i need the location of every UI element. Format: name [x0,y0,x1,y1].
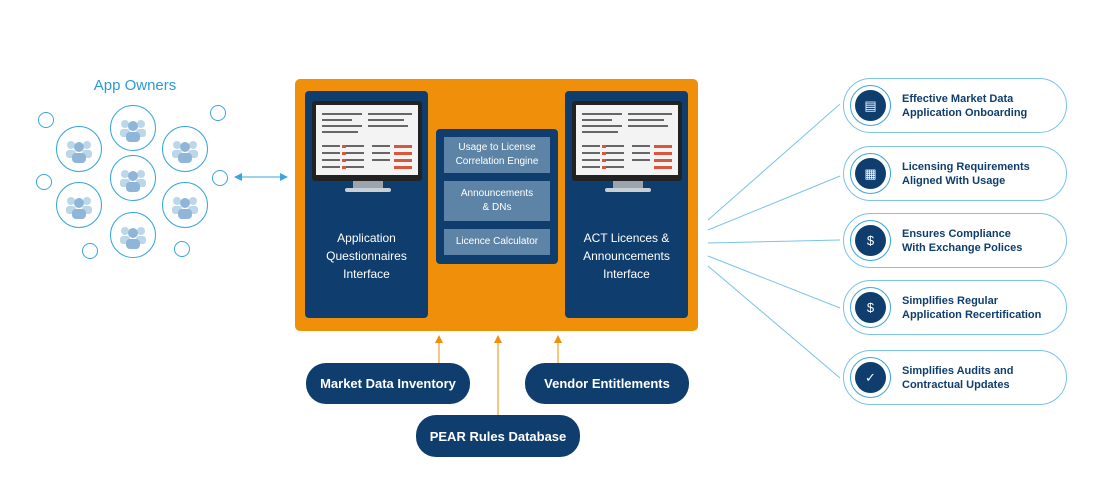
benefit-line: Contractual Updates [902,379,1010,391]
user-group-icon [110,212,156,258]
user-dot-icon [36,174,52,190]
user-group-icon [56,182,102,228]
box-label-line: & DNs [482,202,512,213]
user-group-icon [56,126,102,172]
currency-exchange-icon: $ [850,220,891,261]
document-chart-icon: ▦ [850,153,891,194]
document-dollar-icon: $ [850,287,891,328]
user-dot-icon [212,170,228,186]
market-data-inventory-pill: Market Data Inventory [306,363,470,404]
app-owners-title: App Owners [93,77,177,94]
panel-label-line: ACT Licences & [583,231,670,245]
pear-rules-database-pill: PEAR Rules Database [416,415,580,457]
user-group-icon [162,126,208,172]
box-label-line: Usage to License [458,142,536,153]
benefit-licensing: ▦ Licensing Requirements Aligned With Us… [843,146,1067,201]
benefit-line: With Exchange Polices [902,242,1023,254]
box-label-line: Licence Calculator [455,236,539,247]
benefit-connector-4 [707,255,841,309]
announcements-box: Announcements & DNs [444,181,550,221]
panel-label-line: Questionnaires [326,249,407,263]
box-label-line: Correlation Engine [455,156,539,167]
application-questionnaires-panel: Application Questionnaires Interface [305,91,428,318]
benefit-onboarding: ▤ Effective Market Data Application Onbo… [843,78,1067,133]
benefit-line: Ensures Compliance [902,228,1011,240]
panel-label-line: Application [337,231,396,245]
benefit-line: Application Onboarding [902,107,1028,119]
licence-calculator-box: Licence Calculator [444,229,550,255]
act-licences-panel: ACT Licences & Announcements Interface [565,91,688,318]
benefit-compliance: $ Ensures Compliance With Exchange Polic… [843,213,1067,268]
panel-label-line: Interface [343,267,390,281]
box-label-line: Announcements [460,188,534,199]
engine-panel: Usage to License Correlation Engine Anno… [436,129,558,264]
panel-label-line: Interface [603,267,650,281]
screen-preview [316,105,418,175]
user-dot-icon [82,243,98,259]
user-group-icon [110,155,156,201]
benefit-recertification: $ Simplifies Regular Application Recerti… [843,280,1067,335]
user-dot-icon [174,241,190,257]
user-group-icon [162,182,208,228]
benefit-connector-3 [707,239,841,244]
benefit-connector-2 [707,175,841,231]
benefit-line: Application Recertification [902,309,1042,321]
benefit-line: Aligned With Usage [902,175,1006,187]
app-owners-cluster [30,100,240,270]
benefit-connector-1 [707,103,841,221]
benefit-line: Simplifies Regular [902,295,998,307]
benefit-line: Licensing Requirements [902,161,1030,173]
document-check-icon: ✓ [850,357,891,398]
user-group-icon [110,105,156,151]
vendor-entitlements-pill: Vendor Entitlements [525,363,689,404]
benefit-audits: ✓ Simplifies Audits and Contractual Upda… [843,350,1067,405]
benefit-connector-5 [707,265,841,379]
benefit-line: Effective Market Data [902,93,1014,105]
benefit-line: Simplifies Audits and [902,365,1014,377]
screen-preview [576,105,678,175]
correlation-engine-box: Usage to License Correlation Engine [444,137,550,173]
user-dot-icon [38,112,54,128]
monitor-icon [312,101,422,181]
chart-monitor-icon: ▤ [850,85,891,126]
panel-label-line: Announcements [583,249,670,263]
monitor-icon [572,101,682,181]
user-dot-icon [210,105,226,121]
